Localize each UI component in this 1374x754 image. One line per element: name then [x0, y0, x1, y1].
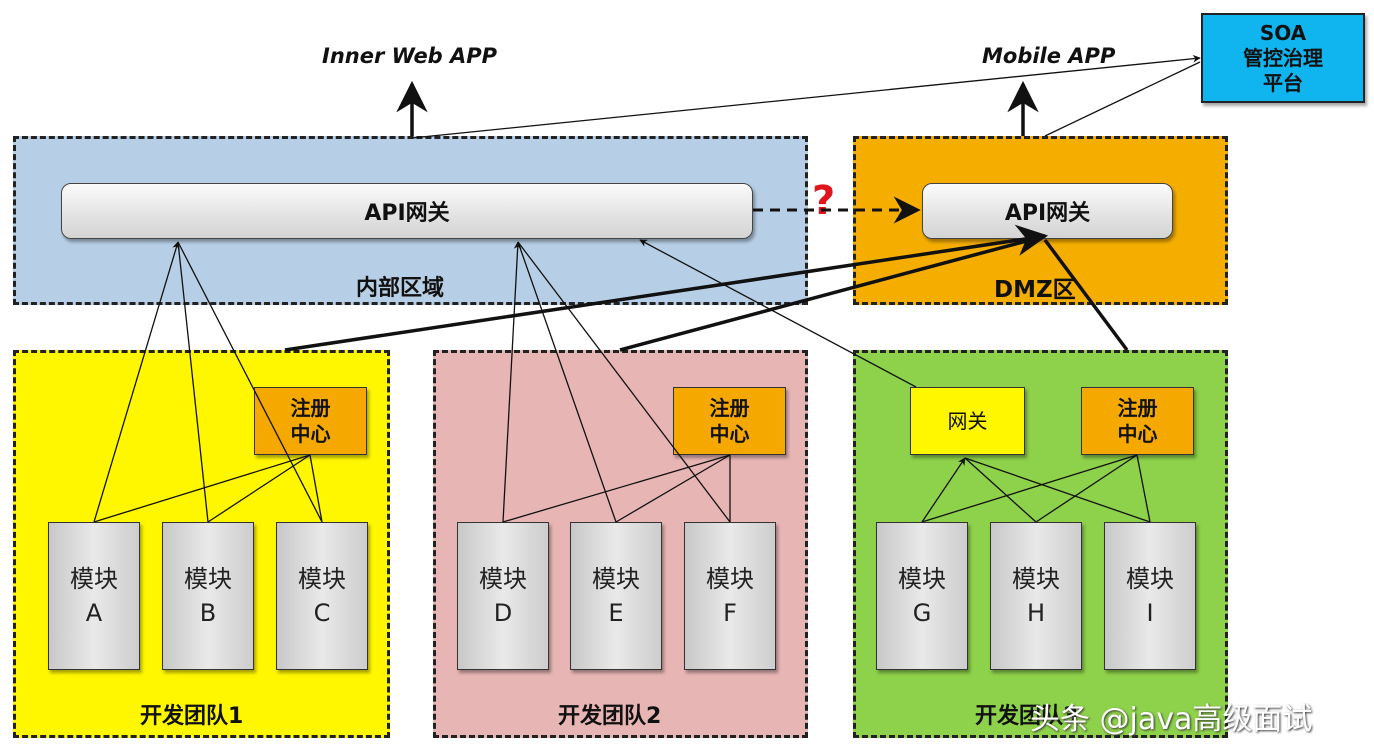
question-mark: ?: [812, 178, 836, 224]
team3-label: 开发团队3: [975, 704, 1079, 729]
soa-line2: 管控治理: [1243, 45, 1323, 70]
line-dmz-to-soa: [1044, 61, 1201, 137]
internal-zone-label: 内部区域: [356, 276, 445, 301]
team1-label: 开发团队1: [140, 704, 244, 729]
team3-registry: 注册中心: [1081, 387, 1194, 455]
mobile-app-label: Mobile APP: [982, 44, 1116, 68]
soa-line3: 平台: [1263, 70, 1303, 95]
team3-gateway: 网关: [910, 387, 1025, 455]
team3-gateway-to-internal-gateway: [639, 239, 917, 388]
watermark: 头条 @java高级面试: [1030, 702, 1313, 737]
team2-registry: 注册中心: [673, 387, 786, 455]
dmz-zone-label: DMZ区: [994, 277, 1076, 303]
team2-label: 开发团队2: [558, 704, 662, 729]
internal-api-gateway: API网关: [61, 183, 753, 239]
soa-governance-platform: SOA 管控治理 平台: [1201, 13, 1365, 103]
team1-to-dmz-gateway: [284, 224, 1049, 352]
inner-web-app-label: Inner Web APP: [322, 44, 498, 68]
team1-registry: 注册中心: [254, 387, 367, 455]
soa-line1: SOA: [1259, 20, 1307, 45]
team2-to-dmz-gateway: [619, 234, 1046, 352]
line-inner-to-soa: [411, 54, 1201, 139]
team3-to-dmz-gateway: [1043, 238, 1129, 352]
